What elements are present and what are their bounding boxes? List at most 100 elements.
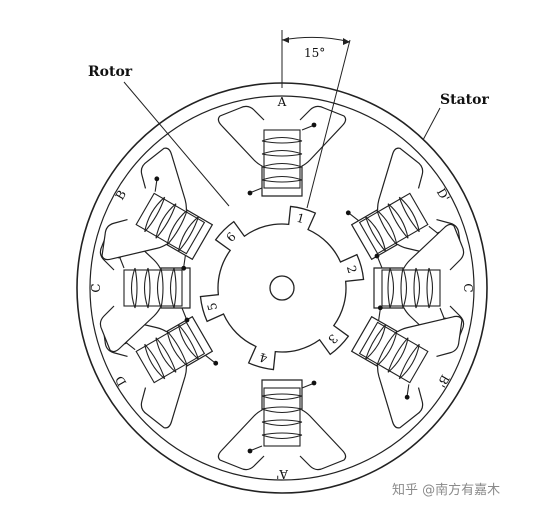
angle-arrow-left	[282, 37, 289, 43]
coil-terminal	[377, 305, 383, 311]
coil-box	[123, 269, 183, 307]
angle-tooth-line	[306, 39, 351, 209]
coil-lead	[301, 383, 313, 389]
coil-winding	[413, 267, 421, 309]
coil-winding	[376, 330, 398, 367]
coil-terminal	[247, 448, 253, 454]
coil-lead	[301, 125, 313, 131]
stator-pole-B	[101, 147, 214, 271]
coil-box	[135, 192, 206, 255]
rotor-tooth-label: 5	[205, 301, 221, 312]
coil-box	[263, 387, 301, 447]
coil-winding	[261, 419, 303, 427]
stator-callout: Stator	[422, 92, 489, 141]
coil-terminal	[213, 360, 219, 366]
coil-terminal	[181, 265, 187, 271]
coil-winding	[261, 162, 303, 170]
coil-terminal	[404, 394, 410, 400]
coil-lead	[119, 257, 125, 269]
coil-winding	[398, 343, 420, 380]
coil-lead	[251, 187, 263, 193]
stator-label: Stator	[440, 92, 489, 108]
stator-pole-A2	[217, 379, 347, 471]
coil-box	[358, 321, 429, 384]
rotor-leader-line	[123, 81, 230, 207]
coil-winding	[169, 267, 177, 309]
coil-terminal	[374, 253, 380, 259]
stator-pole-label: B	[113, 188, 130, 203]
coil-terminal	[345, 210, 351, 216]
watermark: 知乎 @南方有嘉木	[392, 482, 500, 498]
stator-inner-ring	[89, 95, 475, 481]
coil-winding	[144, 196, 166, 233]
coil-winding	[261, 432, 303, 440]
coil-terminal	[311, 380, 317, 386]
coil-winding	[398, 196, 420, 233]
coil-winding	[261, 406, 303, 414]
coil-winding	[130, 267, 138, 309]
coil-winding	[400, 267, 408, 309]
coil-lead	[349, 213, 359, 222]
rotor-tooth-label: 4	[258, 350, 269, 366]
stator-pole-label: D'	[434, 186, 453, 204]
angle-annotation: 15°	[281, 30, 351, 209]
coil-winding	[166, 330, 188, 367]
coil-winding	[155, 337, 177, 373]
coil-lead	[406, 384, 410, 396]
stator-pole-label: D	[112, 373, 129, 388]
coil-winding	[261, 175, 303, 183]
coil-box	[358, 192, 429, 255]
coil-lead	[126, 342, 136, 351]
coil-terminal	[247, 190, 253, 196]
angle-arrow-right	[343, 38, 350, 45]
coil-winding	[376, 209, 398, 246]
coil-lead	[439, 307, 445, 319]
coil-lead	[251, 445, 263, 451]
coil-winding	[177, 216, 199, 252]
stator-pole-label: A	[277, 95, 287, 109]
coil-winding	[261, 136, 303, 144]
coil-box	[263, 129, 301, 189]
coil-winding	[143, 267, 151, 309]
coil-winding	[387, 203, 409, 239]
rotor	[199, 205, 365, 371]
stator-pole-A	[217, 105, 347, 197]
rotor-tooth-label: 2	[344, 264, 360, 275]
stator-leader-line	[422, 107, 441, 141]
coil-winding	[166, 209, 188, 246]
coil-lead	[205, 354, 215, 363]
coil-winding	[177, 324, 199, 360]
rotor-shaft	[269, 275, 295, 301]
coil-lead	[377, 257, 383, 269]
coil-winding	[156, 267, 164, 309]
stator-pole-label: C	[89, 283, 103, 292]
coil-box	[135, 321, 206, 384]
stator-pole-B2	[350, 305, 463, 429]
stator-poles	[99, 105, 465, 471]
stator-pole-label: A'	[276, 467, 289, 481]
coil-winding	[387, 267, 395, 309]
coil-winding	[365, 216, 387, 252]
stator-pole-label: B'	[434, 372, 452, 390]
angle-label: 15°	[304, 46, 325, 60]
coil-winding	[387, 337, 409, 373]
rotor-tooth-label: 1	[295, 211, 306, 227]
coil-winding	[261, 149, 303, 157]
coil-terminal	[184, 317, 190, 323]
coil-lead	[181, 307, 187, 319]
coil-terminal	[311, 122, 317, 128]
coil-winding	[365, 324, 387, 360]
coil-lead	[154, 180, 158, 192]
coil-winding	[261, 393, 303, 401]
angle-arc	[281, 36, 351, 43]
coil-winding	[144, 343, 166, 380]
rotor-label: Rotor	[88, 64, 133, 80]
rotor-callout: Rotor	[88, 64, 230, 207]
coil-lead	[378, 309, 381, 321]
coil-lead	[183, 255, 186, 267]
coil-winding	[155, 203, 177, 239]
coil-winding	[426, 267, 434, 309]
coil-box	[381, 269, 441, 307]
stator-pole-label: C	[461, 283, 475, 292]
